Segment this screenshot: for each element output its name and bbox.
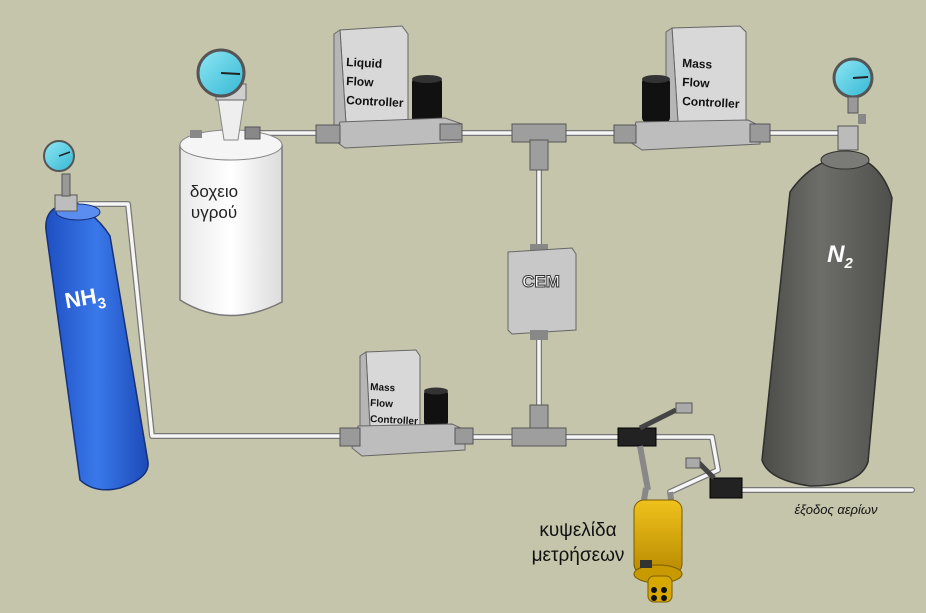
mass-fc-bottom-label-2: Flow [370,398,394,410]
cell-label-2: μετρήσεων [532,545,625,566]
exhaust-label: έξοδος αερίων [794,502,878,517]
cem-label: CEM [522,272,560,291]
n2-label: N2 [827,241,853,272]
measurement-cell [633,487,683,603]
liquid-flow-controller: Liquid Flow Controller [315,25,463,149]
nh3-cylinder: NH3 [43,140,149,491]
cem-unit: CEM [507,244,577,340]
mass-fc-top-label-2: Flow [682,75,711,90]
t-fitting-top [511,123,567,171]
nh3-label: NH3 [63,282,108,319]
t-fitting-bottom [511,404,567,447]
liquid-fc-label-1: Liquid [346,55,383,71]
liquid-container-label-1: δοχειο [190,182,238,201]
n2-cylinder: N2 [761,57,893,487]
mass-fc-bottom-label-1: Mass [370,382,396,394]
liquid-container: δοχειο υγρού [179,48,283,317]
liquid-fc-label-3: Controller [346,93,404,110]
mass-flow-controller-top: Mass Flow Controller [613,25,771,151]
liquid-fc-label-2: Flow [346,74,375,89]
cell-label-1: κυψελίδα [539,520,616,541]
three-way-valve-lower [685,457,743,499]
mass-fc-bottom-label-3: Controller [370,414,418,427]
mass-fc-top-label-3: Controller [682,94,740,111]
mass-fc-top-label-1: Mass [682,56,713,72]
three-way-valve-upper [617,402,693,491]
liquid-container-label-2: υγρού [191,203,237,222]
mass-flow-controller-bottom: Mass Flow Controller [339,349,474,457]
